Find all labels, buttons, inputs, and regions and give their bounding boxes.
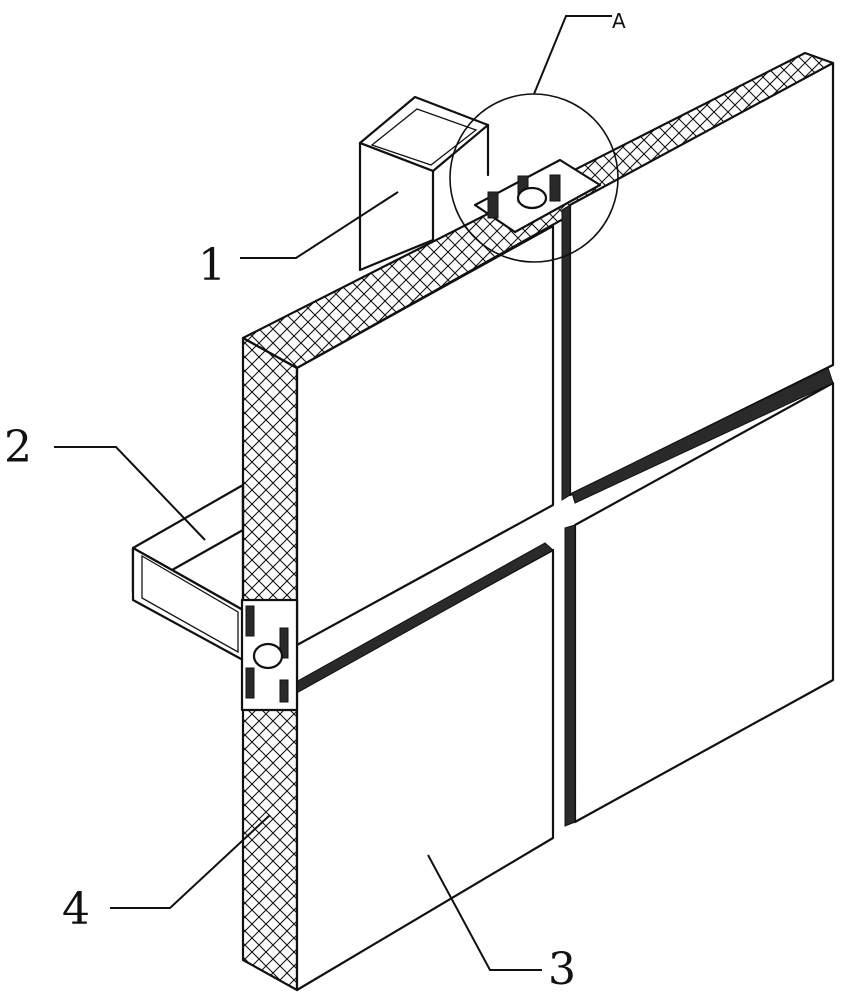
panel-top-right [561, 61, 835, 501]
callout-label-4: 4 [62, 884, 90, 935]
horizontal-square-tube [131, 483, 245, 662]
callout-label-3: 3 [548, 944, 576, 995]
panel-bottom-left [284, 542, 555, 992]
callout-4: 4 [62, 814, 271, 935]
bottom-joint-profile [240, 598, 299, 712]
detail-label: A [612, 9, 626, 33]
top-joint-profile [473, 158, 602, 234]
detail-circle-a: A [449, 9, 626, 263]
callout-3: 3 [427, 854, 576, 995]
vertical-square-tube [358, 95, 490, 272]
panel-bottom-right [564, 367, 835, 827]
callout-label-1: 1 [198, 240, 226, 291]
callout-label-2: 2 [4, 422, 32, 473]
callout-2: 2 [4, 422, 206, 541]
panel-top-left [295, 224, 555, 647]
callout-1: 1 [198, 191, 399, 291]
